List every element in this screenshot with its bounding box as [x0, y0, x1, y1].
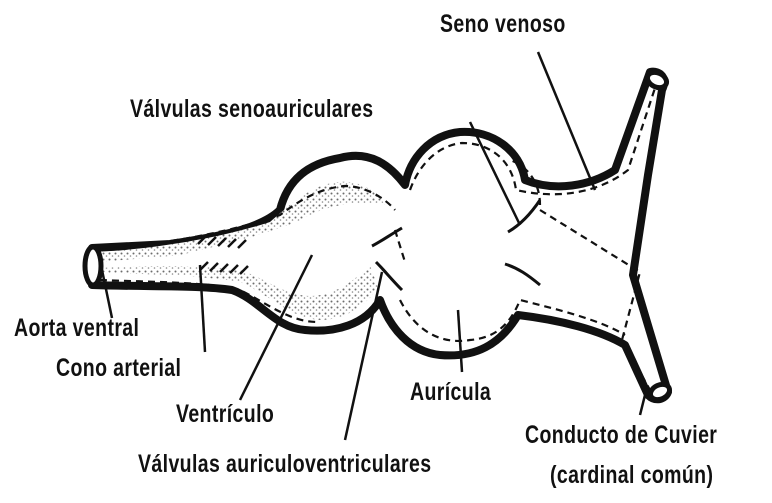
label-cono-arterial: Cono arterial [56, 356, 181, 381]
label-seno-venoso: Seno venoso [440, 12, 566, 37]
label-conducto-de-cuvier: Conducto de Cuvier [525, 423, 717, 448]
label-aorta-ventral: Aorta ventral [14, 316, 139, 341]
label-auricula: Aurícula [410, 380, 491, 405]
label-valvulas-auriculoventriculares: Válvulas auriculoventriculares [138, 452, 431, 477]
leader-seno-venoso [538, 52, 595, 190]
label-ventriculo: Ventrículo [176, 402, 274, 427]
label-cardinal-comun: (cardinal común) [550, 463, 713, 488]
aorta-opening [85, 247, 101, 285]
label-valvulas-senoauriculares: Válvulas senoauriculares [130, 97, 373, 122]
leader-conducto-cuvier [640, 395, 645, 415]
